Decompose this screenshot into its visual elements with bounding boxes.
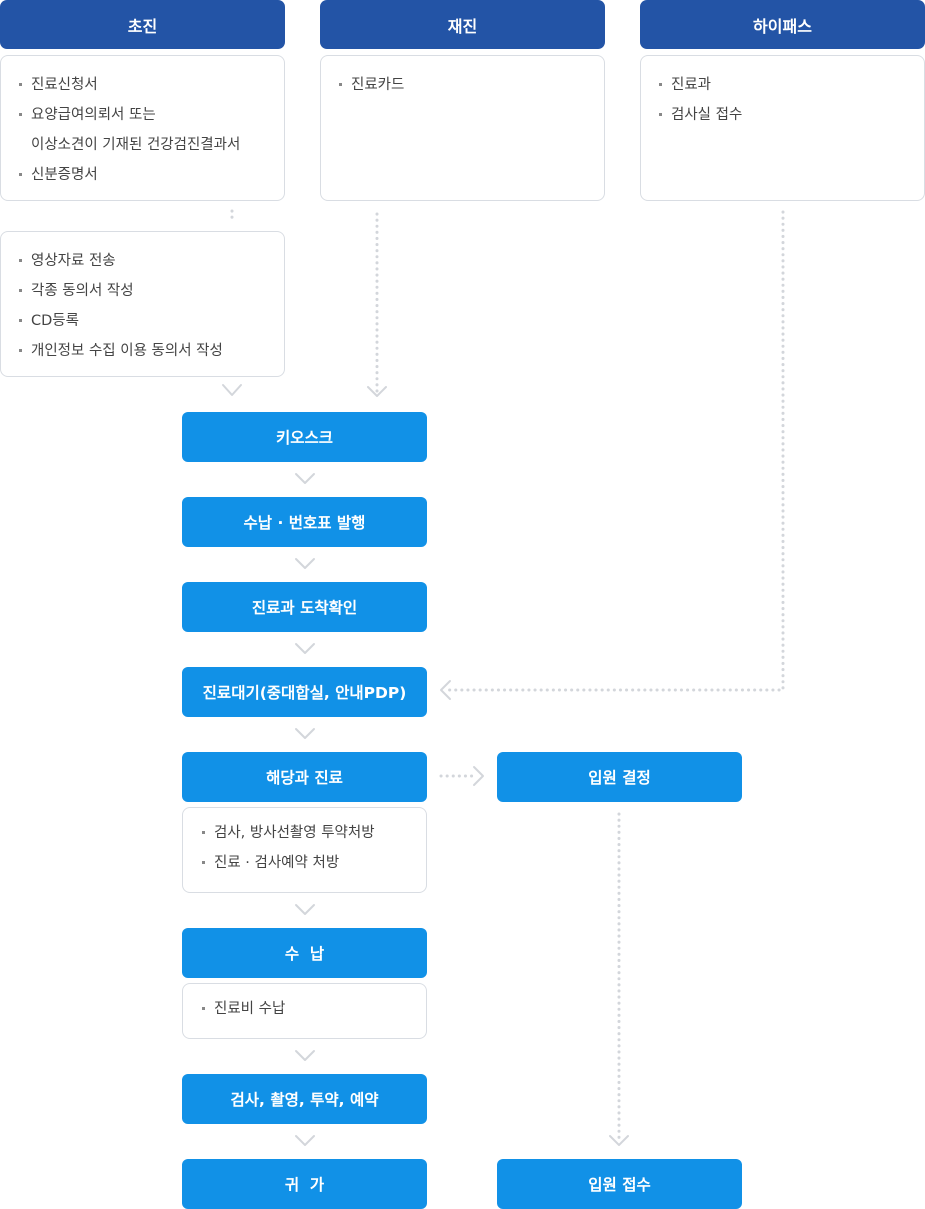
chevron-down-icon	[295, 1135, 315, 1146]
step-exam: 검사, 촬영, 투약, 예약	[182, 1074, 427, 1124]
step-arrival-check: 진료과 도착확인	[182, 582, 427, 632]
list-item: 진료과	[659, 70, 906, 100]
list-item: 진료카드	[339, 70, 586, 100]
bullet-icon	[19, 349, 22, 352]
chevron-down-icon	[295, 1050, 315, 1061]
header-revisit: 재진	[320, 0, 605, 49]
step-payment-ticket: 수납 · 번호표 발행	[182, 497, 427, 547]
bullet-icon	[19, 173, 22, 176]
step-payment: 수 납	[182, 928, 427, 978]
list-item: 신분증명서	[19, 160, 266, 190]
bullet-icon	[19, 289, 22, 292]
list-item: CD등록	[19, 306, 266, 336]
bullet-icon	[202, 831, 205, 834]
step-admission-decision: 입원 결정	[497, 752, 742, 802]
step-return-home: 귀 가	[182, 1159, 427, 1209]
payment-details-card: 진료비 수납	[182, 983, 427, 1039]
consultation-details-card: 검사, 방사선촬영 투약처방 진료 · 검사예약 처방	[182, 807, 427, 893]
list-item: 영상자료 전송	[19, 246, 266, 276]
revisit-docs-card: 진료카드	[320, 55, 605, 201]
list-item: 진료신청서	[19, 70, 266, 100]
bullet-icon	[339, 83, 342, 86]
list-item: 검사, 방사선촬영 투약처방	[202, 818, 408, 848]
chevron-down-icon	[295, 643, 315, 654]
step-kiosk: 키오스크	[182, 412, 427, 462]
chevron-down-icon	[295, 904, 315, 915]
bullet-icon	[19, 259, 22, 262]
list-item: 검사실 접수	[659, 100, 906, 130]
chevron-down-icon	[367, 386, 387, 397]
chevron-right-icon	[473, 766, 484, 786]
bullet-icon	[659, 83, 662, 86]
list-item: 개인정보 수집 이용 동의서 작성	[19, 336, 266, 366]
first-visit-extra-card: 영상자료 전송 각종 동의서 작성 CD등록 개인정보 수집 이용 동의서 작성	[0, 231, 285, 377]
step-consultation: 해당과 진료	[182, 752, 427, 802]
step-waiting: 진료대기(중대합실, 안내PDP)	[182, 667, 427, 717]
bullet-icon	[202, 1007, 205, 1010]
chevron-down-icon	[295, 558, 315, 569]
step-admission-reception: 입원 접수	[497, 1159, 742, 1209]
header-hipass: 하이패스	[640, 0, 925, 49]
list-item: 각종 동의서 작성	[19, 276, 266, 306]
chevron-down-icon	[222, 384, 242, 396]
chevron-left-icon	[440, 680, 451, 700]
bullet-icon	[19, 319, 22, 322]
hipass-docs-card: 진료과 검사실 접수	[640, 55, 925, 201]
bullet-icon	[659, 113, 662, 116]
header-first-visit: 초진	[0, 0, 285, 49]
list-item: 진료 · 검사예약 처방	[202, 848, 408, 878]
bullet-icon	[19, 83, 22, 86]
chevron-down-icon	[295, 728, 315, 739]
connector-hipass-to-waiting	[445, 210, 785, 692]
list-item: 진료비 수납	[202, 994, 408, 1024]
chevron-down-icon	[609, 1135, 629, 1146]
chevron-down-icon	[295, 473, 315, 484]
bullet-icon	[19, 113, 22, 116]
bullet-icon	[202, 861, 205, 864]
